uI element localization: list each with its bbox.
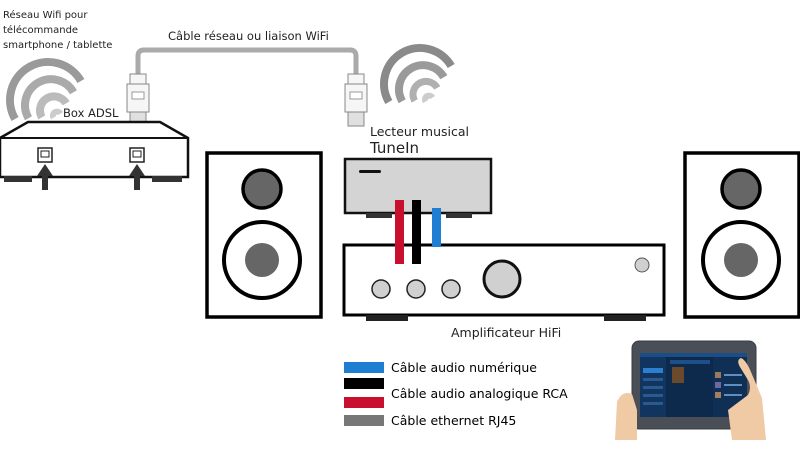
digital-cable-blue	[432, 208, 441, 247]
legend-item-digital: Câble audio numérique	[344, 358, 537, 376]
legend-item-ethernet: Câble ethernet RJ45	[344, 411, 516, 429]
legend-label: Câble audio numérique	[391, 359, 537, 375]
rj45-connector-right	[344, 73, 368, 127]
wifi-icon-right	[380, 44, 455, 104]
legend-swatch-blue	[344, 361, 384, 373]
wifi-network-label-line-1: Réseau Wifi pour	[3, 10, 88, 21]
ethernet-cable	[135, 47, 359, 74]
rj45-connector-left	[126, 73, 150, 127]
arrow-up-icon	[129, 164, 145, 190]
box-adsl-label: Box ADSL	[63, 106, 119, 120]
speaker-right	[683, 151, 800, 319]
wifi-network-label: Réseau Wifi pour télécommande smartphone…	[3, 8, 112, 53]
tablet-with-app	[615, 340, 766, 440]
amplifier-label: Amplificateur HiFi	[451, 325, 562, 340]
wifi-icon-left	[6, 58, 85, 121]
wifi-network-label-line-3: smartphone / tablette	[3, 40, 113, 51]
legend-swatch-red	[344, 397, 384, 408]
music-player-device	[343, 157, 493, 218]
network-cable-label: Câble réseau ou liaison WiFi	[168, 29, 329, 43]
legend-swatch-gray	[344, 414, 384, 426]
music-player-brand-label: TuneIn	[370, 139, 420, 157]
music-player-label: Lecteur musical	[370, 124, 470, 139]
arrow-up-icon	[37, 164, 53, 190]
rca-cable-black	[412, 200, 421, 264]
adsl-box	[0, 120, 190, 182]
rca-cable-red	[395, 200, 404, 264]
speaker-left	[205, 151, 323, 319]
wifi-network-label-line-2: télécommande	[3, 25, 79, 36]
legend-label: Câble ethernet RJ45	[391, 412, 517, 428]
amplifier-device	[342, 243, 666, 321]
legend-swatch-black	[344, 378, 384, 389]
legend-item-analog: Câble audio analogique RCA	[391, 384, 568, 402]
legend-label: Câble audio analogique RCA	[391, 385, 568, 401]
